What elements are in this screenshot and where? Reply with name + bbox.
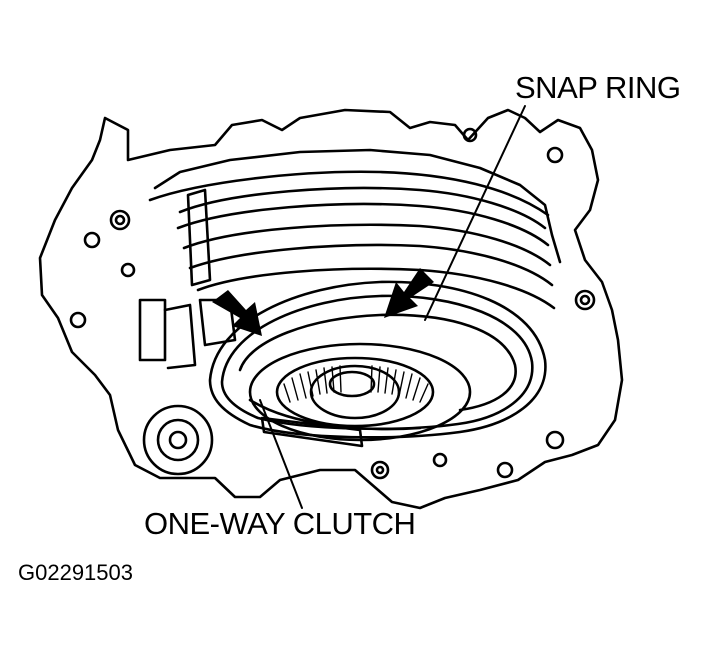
bolt-holes — [69, 127, 596, 480]
snap-ring-label: SNAP RING — [515, 70, 681, 105]
arrow-icon — [384, 268, 434, 318]
housing-inner-ledge — [148, 170, 550, 217]
snap-ring-leader-line — [424, 105, 526, 321]
figure-code: G02291503 — [18, 560, 133, 585]
housing-outline — [38, 108, 624, 510]
one-way-clutch-label: ONE-WAY CLUTCH — [144, 506, 416, 541]
arrow-icon — [212, 290, 262, 336]
center-hub-bore — [328, 370, 376, 398]
one-way-clutch-leader-line — [259, 399, 303, 509]
one-way-clutch-inner-race — [275, 356, 435, 428]
retainer-band — [248, 398, 422, 448]
clutch-plates — [176, 186, 556, 310]
center-hub-outer — [309, 364, 401, 420]
housing-ribs — [138, 188, 237, 370]
clutch-drum — [208, 280, 547, 439]
snap-ring-shape — [238, 313, 517, 412]
